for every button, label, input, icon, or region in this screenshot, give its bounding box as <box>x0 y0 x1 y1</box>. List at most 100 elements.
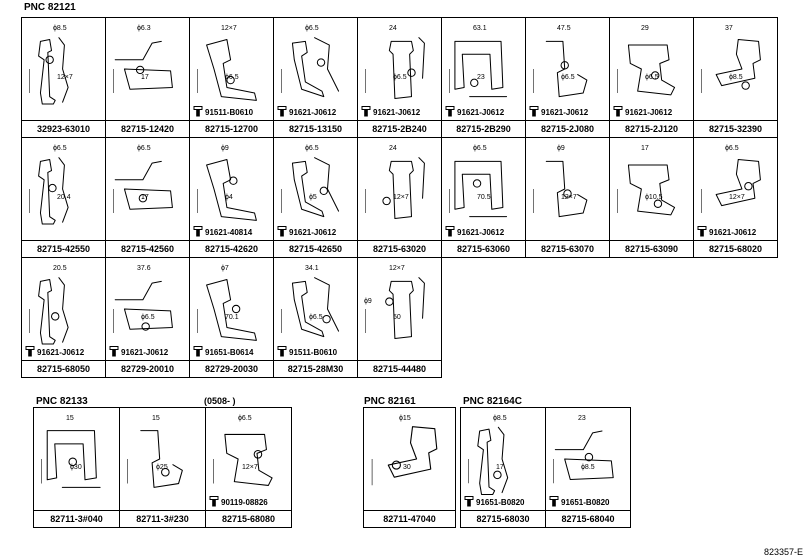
cell-illustration <box>190 258 273 360</box>
cell-illustration <box>34 408 119 510</box>
bolt-part-number: 91511-B0610 <box>205 108 254 117</box>
bracket-drawing <box>365 37 425 100</box>
cell-illustration <box>610 138 693 240</box>
bracket-drawing <box>41 430 101 488</box>
bolt-part-number: 91651-B0820 <box>561 498 610 507</box>
bracket-drawing <box>29 157 69 225</box>
pnc-label: PNC 82121 <box>24 2 76 13</box>
dimension-label: 15 <box>152 415 160 422</box>
bracket-drawing <box>533 40 588 98</box>
dimension-label: 70.5 <box>477 194 491 201</box>
bracket-outline <box>715 38 761 87</box>
bracket-drawing <box>281 37 340 98</box>
dimension-label: ϕ8.5 <box>729 74 743 81</box>
part-number: 82715-68030 <box>461 510 545 527</box>
bolt-part-number: 91621-J0612 <box>121 348 169 357</box>
bolt-part-number: 91621-40814 <box>205 228 253 237</box>
dimension-label: 12×7 <box>221 25 237 32</box>
bracket-outline <box>206 158 257 221</box>
bolt-part-number: 91651-B0820 <box>476 498 525 507</box>
dimension-label: 24 <box>389 25 397 32</box>
dimension-label: 12×7 <box>242 464 258 471</box>
bracket-drawing <box>701 158 761 213</box>
bracket-outline <box>114 40 173 90</box>
cell-illustration <box>106 258 189 360</box>
cell-illustration <box>694 18 777 120</box>
bolt-icon <box>445 105 455 120</box>
dimension-label: 17 <box>496 464 504 471</box>
dimension-label: 23 <box>477 74 485 81</box>
bolt-icon <box>529 105 539 120</box>
dimension-label: 29 <box>641 25 649 32</box>
bracket-outline <box>224 433 273 486</box>
bolt-callout: 91621-J0612 <box>445 105 505 120</box>
bolt-callout: 91621-40814 <box>193 225 253 238</box>
hole-mark <box>141 322 150 331</box>
dimension-label: 47.5 <box>557 25 571 32</box>
cell-illustration <box>274 258 357 360</box>
dimension-label: 70.1 <box>225 314 239 321</box>
bracket-drawing <box>281 157 340 218</box>
cell-illustration <box>106 138 189 240</box>
cell-illustration <box>526 18 609 120</box>
bolt-part-number: 91621-J0612 <box>625 108 673 117</box>
dimension-label: 12×7 <box>561 194 577 201</box>
dimension-label: ϕ6.5 <box>141 314 155 321</box>
cell-illustration <box>364 408 455 510</box>
bracket-outline <box>477 426 509 495</box>
bracket-drawing <box>617 44 676 96</box>
bolt-callout: 91621-J0612 <box>697 225 757 238</box>
bolt-part-number: 91621-J0612 <box>457 108 505 117</box>
part-number: 82715-63070 <box>526 240 609 257</box>
bracket-outline <box>206 38 257 101</box>
bracket-outline <box>545 160 588 218</box>
bracket-outline <box>388 37 425 100</box>
parts-cell: ϕ8.5 17 91651-B0820 82715-68030 <box>461 408 546 528</box>
pnc-label: PNC 82133 <box>36 396 88 407</box>
bracket-drawing <box>113 280 173 333</box>
bracket-outline <box>38 37 69 105</box>
part-number: 82715-63020 <box>358 240 441 257</box>
part-number: 82711-47040 <box>364 510 455 527</box>
cell-illustration <box>694 138 777 240</box>
cell-illustration <box>442 18 525 120</box>
bolt-callout: 91651-B0614 <box>193 345 253 358</box>
dimension-label: ϕ8.5 <box>493 415 507 422</box>
part-number: 82715-42650 <box>274 240 357 257</box>
bracket-outline <box>114 160 173 210</box>
dimension-label: ϕ25 <box>156 464 168 471</box>
pnc-label: PNC 82164C <box>463 396 522 407</box>
bracket-drawing <box>197 278 257 341</box>
dimension-label: ϕ6.5 <box>645 74 659 81</box>
pnc-label: PNC 82161 <box>364 396 416 407</box>
bolt-part-number: 91621-J0612 <box>709 228 757 237</box>
bracket-outline <box>291 157 340 218</box>
cell-illustration <box>358 138 441 240</box>
part-number: 82715-32390 <box>694 120 777 137</box>
bracket-outline <box>291 277 340 338</box>
hole-mark <box>407 68 416 77</box>
dimension-label: 15 <box>66 415 74 422</box>
part-number: 82711-3#040 <box>34 510 119 527</box>
bracket-drawing <box>197 38 257 101</box>
bracket-outline <box>554 430 614 481</box>
bracket-outline <box>114 280 173 330</box>
cell-illustration <box>106 18 189 120</box>
dimension-label: ϕ6.5 <box>309 314 323 321</box>
hole-mark <box>391 460 401 470</box>
hole-mark <box>135 65 145 75</box>
